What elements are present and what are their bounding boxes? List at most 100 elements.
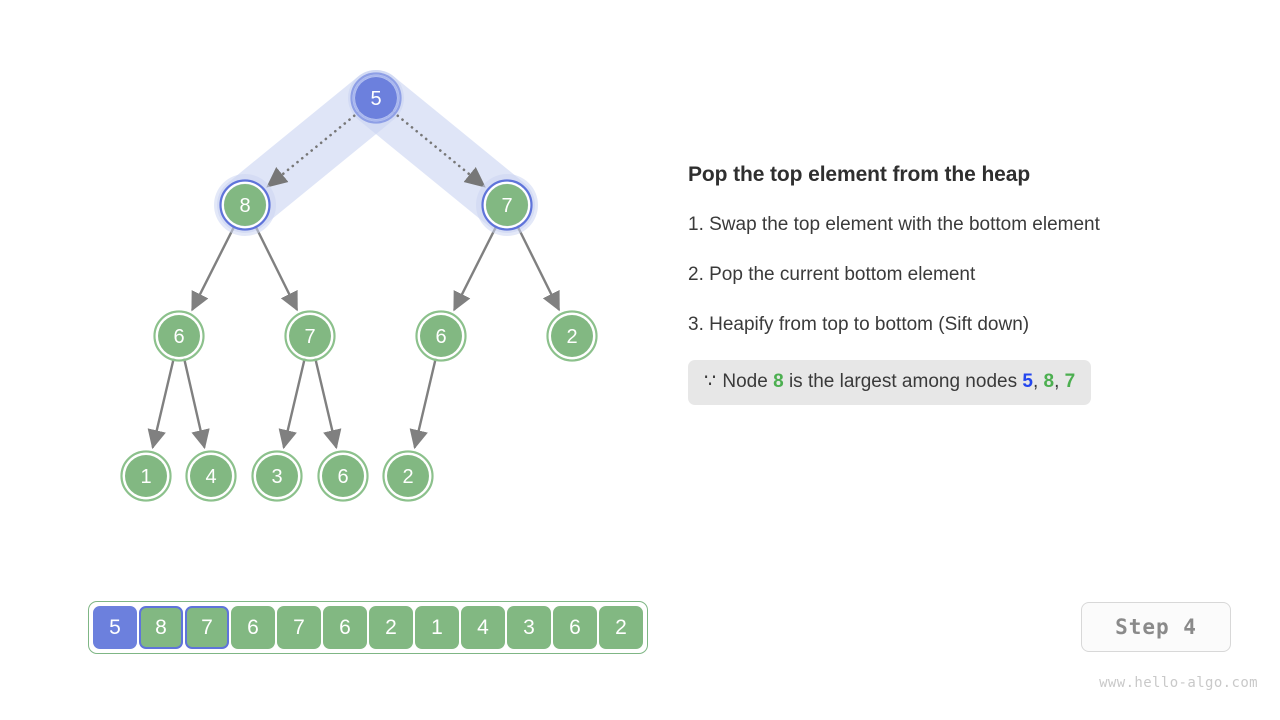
tree-node-n10: 6 (317, 450, 369, 502)
node-circle-n8 (190, 455, 232, 497)
instruction-step-3: 3. Heapify from top to bottom (Sift down… (688, 314, 1030, 335)
node-value-n9: 3 (271, 466, 282, 488)
array-cell-value-5: 6 (339, 615, 351, 639)
tree-edge-n4-n10 (314, 357, 342, 450)
instruction-step-2: 2. Pop the current bottom element (688, 264, 976, 285)
array-cell-value-8: 4 (477, 615, 489, 639)
node-inner-ring-n6 (548, 312, 596, 360)
array-cell-2: 7 (185, 606, 229, 649)
node-inner-ring-n0 (352, 74, 400, 122)
step-badge: Step 4 (1081, 602, 1231, 652)
tree-edge-n1-n3 (191, 224, 236, 312)
node-circle-n4 (289, 315, 331, 357)
node-outer-ring-n9 (251, 450, 303, 502)
node-circle-n2 (486, 184, 528, 226)
page-title: Pop the top element from the heap (688, 163, 1031, 186)
array-cell-value-7: 1 (431, 615, 443, 639)
tree-node-n7: 1 (120, 450, 172, 502)
node-inner-ring-n11 (384, 452, 432, 500)
node-inner-ring-n9 (253, 452, 301, 500)
array-cell-9: 3 (507, 606, 551, 649)
array-cell-value-11: 2 (615, 615, 627, 639)
tree-edge-n3-n8 (182, 357, 210, 450)
explanation-panel: Pop the top element from the heap 1. Swa… (688, 160, 1228, 405)
reason-candidate-3: 7 (1064, 371, 1076, 392)
node-value-n6: 2 (566, 326, 577, 348)
node-inner-ring-n5 (417, 312, 465, 360)
node-inner-ring-n2 (483, 181, 531, 229)
array-cell-1: 8 (139, 606, 183, 649)
tree-edge-n4-n9 (278, 357, 306, 450)
tree-node-n9: 3 (251, 450, 303, 502)
array-cell-value-9: 3 (523, 615, 535, 639)
array-cell-value-2: 7 (201, 615, 213, 639)
reason-middle: is the largest among nodes (788, 371, 1018, 392)
tree-node-n5: 6 (415, 310, 467, 362)
node-value-n11: 2 (402, 466, 413, 488)
node-circle-n7 (125, 455, 167, 497)
node-inner-ring-n3 (155, 312, 203, 360)
array-cell-value-4: 7 (293, 615, 305, 639)
node-outer-ring-n10 (317, 450, 369, 502)
array-cell-11: 2 (599, 606, 643, 649)
array-cell-4: 7 (277, 606, 321, 649)
tree-node-n8: 4 (185, 450, 237, 502)
tree-edge-n0-n1 (266, 110, 361, 188)
node-value-n3: 6 (173, 326, 184, 348)
node-outer-ring-n3 (153, 310, 205, 362)
reason-sep-1: , (1032, 371, 1044, 392)
reason-callout: ∵ Node 8 is the largest among nodes 5, 8… (688, 360, 1092, 405)
instruction-step-1: 1. Swap the top element with the bottom … (688, 214, 1100, 235)
node-outer-ring-n7 (120, 450, 172, 502)
node-circle-n3 (158, 315, 200, 357)
node-outer-ring-n2 (481, 179, 533, 231)
tree-nodes: 5 8 7 6 7 6 2 1 4 3 6 2 (120, 72, 598, 502)
reason-candidate-1: 5 (1022, 371, 1033, 392)
tree-edges (147, 110, 560, 450)
node-circle-n6 (551, 315, 593, 357)
node-value-n1: 8 (239, 195, 250, 217)
node-outer-ring-n0 (350, 72, 402, 124)
tree-node-n0: 5 (350, 72, 402, 124)
array-cell-7: 1 (415, 606, 459, 649)
watermark: www.hello-algo.com (1099, 675, 1258, 691)
node-value-n2: 7 (501, 195, 512, 217)
tree-edge-n2-n6 (516, 224, 560, 312)
reason-subject-node: 8 (773, 371, 784, 392)
node-circle-n10 (322, 455, 364, 497)
tree-node-n1: 8 (214, 174, 276, 236)
tree-edge-n3-n7 (147, 357, 175, 450)
node-value-n10: 6 (337, 466, 348, 488)
reason-sep-2: , (1054, 371, 1065, 392)
node-inner-ring-n4 (286, 312, 334, 360)
node-value-n7: 1 (140, 466, 151, 488)
node-outer-ring-n8 (185, 450, 237, 502)
array-cell-10: 6 (553, 606, 597, 649)
node-inner-ring-n7 (122, 452, 170, 500)
node-outer-ring-n6 (546, 310, 598, 362)
node-circle-n9 (256, 455, 298, 497)
array-cell-3: 6 (231, 606, 275, 649)
node-inner-ring-n8 (187, 452, 235, 500)
reason-prefix: Node (722, 371, 768, 392)
array-cell-value-10: 6 (569, 615, 581, 639)
node-value-n8: 4 (205, 466, 216, 488)
tree-node-n11: 2 (382, 450, 434, 502)
node-circle-n5 (420, 315, 462, 357)
node-value-n0: 5 (370, 88, 381, 110)
node-outer-ring-n4 (284, 310, 336, 362)
because-symbol-icon: ∵ (704, 371, 718, 392)
array-cell-0: 5 (93, 606, 137, 649)
tree-node-n4: 7 (284, 310, 336, 362)
node-circle-n11 (387, 455, 429, 497)
tree-node-n3: 6 (153, 310, 205, 362)
node-circle-n0 (355, 77, 397, 119)
array-cell-5: 6 (323, 606, 367, 649)
node-outer-ring-n11 (382, 450, 434, 502)
array-cell-8: 4 (461, 606, 505, 649)
node-value-n5: 6 (435, 326, 446, 348)
reason-candidate-2: 8 (1043, 371, 1055, 392)
tree-edge-n0-n2 (391, 110, 486, 188)
array-cell-6: 2 (369, 606, 413, 649)
